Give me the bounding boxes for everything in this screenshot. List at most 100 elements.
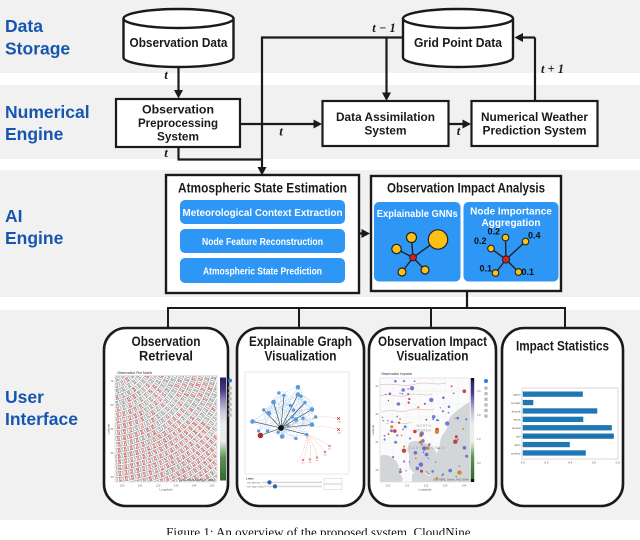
svg-text:43: 43 [121, 394, 126, 399]
svg-text:0.0: 0.0 [521, 461, 525, 465]
svg-text:38: 38 [149, 477, 154, 482]
svg-text:80: 80 [190, 382, 195, 387]
svg-text:21: 21 [158, 442, 163, 447]
svg-text:46: 46 [124, 454, 128, 459]
svg-text:0.6: 0.6 [592, 461, 596, 465]
svg-text:Data Assimilation: Data Assimilation [336, 110, 435, 124]
svg-text:t: t [457, 123, 461, 138]
svg-text:80: 80 [199, 476, 204, 481]
svg-text:43: 43 [151, 418, 156, 423]
svg-text:83: 83 [150, 409, 155, 414]
svg-text:32: 32 [186, 397, 191, 402]
svg-text:23: 23 [197, 383, 202, 388]
svg-text:61: 61 [155, 378, 160, 383]
svg-text:120: 120 [156, 484, 161, 488]
svg-text:22: 22 [165, 462, 170, 467]
svg-text:86: 86 [185, 378, 190, 383]
svg-text:16: 16 [123, 440, 127, 445]
svg-text:83: 83 [171, 423, 176, 428]
svg-text:50: 50 [142, 471, 146, 476]
svg-text:75: 75 [159, 374, 164, 379]
svg-text:43: 43 [375, 384, 379, 388]
svg-text:75: 75 [167, 426, 172, 431]
svg-text:79: 79 [157, 426, 162, 431]
svg-text:121: 121 [405, 484, 410, 488]
svg-text:96: 96 [169, 394, 174, 399]
svg-text:58: 58 [121, 400, 126, 405]
svg-text:27: 27 [157, 373, 162, 378]
svg-text:22: 22 [123, 430, 127, 435]
svg-text:39: 39 [208, 438, 213, 443]
svg-text:91: 91 [130, 470, 134, 475]
svg-text:19: 19 [152, 429, 157, 434]
svg-text:54: 54 [215, 396, 220, 401]
svg-text:0.8: 0.8 [616, 461, 620, 465]
svg-text:Visualization: Visualization [397, 349, 469, 364]
svg-text:66: 66 [142, 455, 147, 460]
svg-text:10: 10 [190, 454, 195, 459]
svg-text:50: 50 [139, 428, 144, 433]
svg-text:48: 48 [164, 379, 169, 384]
svg-text:95: 95 [184, 411, 189, 416]
svg-text:34: 34 [166, 464, 171, 469]
svg-text:83: 83 [151, 411, 156, 416]
svg-text:86: 86 [211, 381, 216, 386]
svg-text:19: 19 [205, 417, 210, 422]
svg-text:94: 94 [161, 411, 166, 416]
svg-text:62: 62 [188, 399, 193, 404]
svg-text:38: 38 [204, 408, 209, 413]
svg-text:13: 13 [196, 424, 201, 429]
svg-text:Aggregation: Aggregation [482, 218, 541, 229]
svg-text:16: 16 [180, 453, 185, 458]
svg-text:83: 83 [195, 442, 200, 447]
svg-text:122: 122 [424, 484, 429, 488]
svg-text:13: 13 [175, 452, 180, 457]
svg-text:11: 11 [129, 428, 133, 433]
svg-text:68: 68 [155, 413, 160, 418]
svg-text:44: 44 [187, 466, 192, 471]
svg-text:NORTH: NORTH [417, 424, 432, 428]
svg-text:81: 81 [192, 436, 197, 441]
svg-text:14: 14 [158, 428, 163, 433]
svg-text:28: 28 [165, 477, 170, 482]
svg-text:aircraft: aircraft [512, 409, 521, 413]
svg-text:40: 40 [110, 451, 114, 455]
svg-text:62: 62 [200, 478, 205, 483]
svg-text:Obs: GK2A AMV | Ch: IR112: Obs: GK2A AMV | Ch: IR112 [181, 478, 215, 482]
svg-text:87: 87 [140, 386, 145, 391]
svg-text:81: 81 [208, 381, 213, 386]
svg-text:29: 29 [158, 446, 163, 451]
svg-text:24: 24 [209, 431, 214, 436]
svg-text:min edge weight: min edge weight [247, 486, 265, 489]
svg-text:70: 70 [152, 399, 157, 404]
svg-text:37: 37 [134, 401, 139, 406]
svg-text:21: 21 [211, 452, 216, 457]
svg-text:40: 40 [140, 430, 145, 435]
svg-text:84: 84 [183, 429, 188, 434]
svg-text:surface: surface [511, 451, 521, 455]
svg-text:47: 47 [115, 400, 119, 405]
svg-text:26: 26 [145, 426, 150, 431]
svg-text:81: 81 [128, 372, 133, 377]
svg-text:85: 85 [160, 473, 165, 478]
svg-text:63: 63 [204, 480, 209, 485]
svg-text:84: 84 [129, 450, 133, 455]
svg-text:40: 40 [138, 409, 143, 414]
svg-text:34: 34 [165, 407, 170, 412]
svg-text:26: 26 [176, 458, 181, 463]
svg-text:14: 14 [119, 379, 124, 384]
svg-text:45: 45 [130, 446, 134, 451]
svg-text:12: 12 [116, 423, 120, 428]
svg-text:16: 16 [167, 393, 172, 398]
svg-text:53: 53 [135, 374, 140, 379]
svg-text:36: 36 [132, 395, 137, 400]
svg-text:65: 65 [183, 475, 188, 480]
svg-text:87: 87 [201, 413, 206, 418]
svg-text:39: 39 [117, 447, 121, 451]
svg-text:35: 35 [167, 434, 172, 439]
svg-text:78: 78 [147, 463, 152, 468]
svg-text:37: 37 [140, 447, 145, 452]
svg-text:72: 72 [205, 402, 210, 407]
svg-text:21: 21 [212, 415, 217, 420]
svg-text:47: 47 [152, 392, 157, 397]
